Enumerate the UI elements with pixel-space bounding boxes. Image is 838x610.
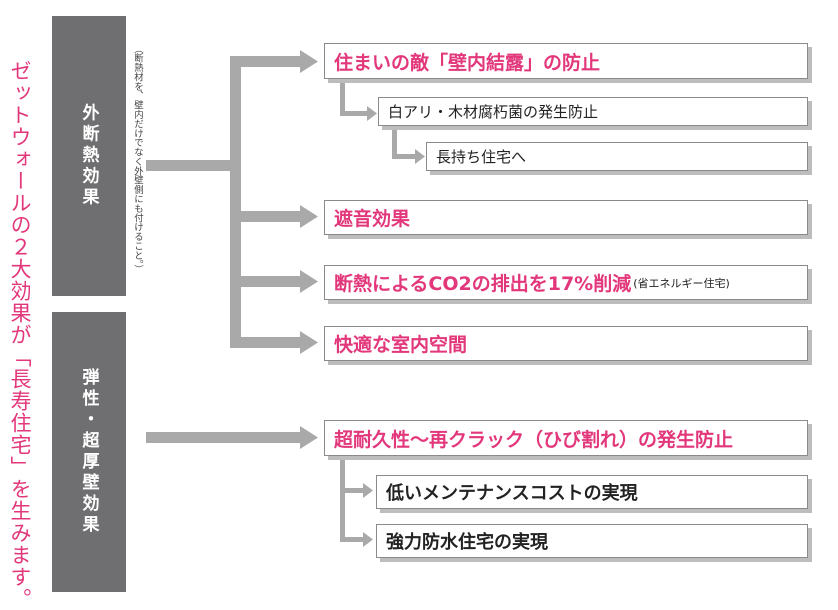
sub-connector-termite: [340, 80, 345, 116]
effect-comfort-text: 快適な室内空間: [334, 334, 468, 356]
effect-durability-box: 超耐久性〜再クラック（ひび割れ）の発生防止: [324, 420, 808, 456]
category-elastic-thick-wall-label: 弾性・超厚壁効果: [78, 368, 99, 536]
sub-shaft-waterproof: [340, 537, 364, 542]
effect-sound-box: 遮音効果: [324, 200, 808, 235]
effect-waterproof-text: 強力防水住宅の実現: [386, 532, 548, 553]
category-outer-insulation: 外断熱効果: [52, 16, 126, 296]
effect-condensation-box: 住まいの敵「壁内結露」の防止: [324, 43, 808, 79]
arrow-head-sound: [300, 205, 318, 228]
effect-condensation-text: 住まいの敵「壁内結露」の防止: [334, 51, 601, 74]
arrow-shaft-sound: [230, 211, 302, 222]
arrow-shaft-co2: [230, 276, 302, 287]
effect-durability-text: 超耐久性〜再クラック（ひび割れ）の発生防止: [334, 428, 734, 451]
arrow-shaft-comfort: [230, 337, 302, 348]
category-outer-insulation-label: 外断熱効果: [78, 103, 99, 209]
arrow-head-co2: [300, 270, 318, 293]
sub-head-termite: [367, 106, 377, 121]
diagram-title: ゼットウォールの２大効果が「長寿住宅」を生みます。: [8, 60, 32, 610]
spine-connector: [230, 56, 241, 348]
category-elastic-thick-wall: 弾性・超厚壁効果: [52, 312, 126, 592]
sub-head-longlife: [415, 149, 425, 164]
effect-termite-box: 白アリ・木材腐朽菌の発生防止: [378, 97, 808, 126]
sub-shaft-termite: [340, 111, 368, 116]
effect-maintenance-text: 低いメンテナンスコストの実現: [386, 483, 638, 504]
arrow-shaft-durability: [146, 432, 302, 443]
sub-shaft-longlife: [392, 154, 416, 159]
arrow-head-comfort: [300, 331, 318, 354]
effect-comfort-box: 快適な室内空間: [324, 326, 808, 361]
effect-sound-text: 遮音効果: [334, 208, 411, 230]
effect-co2-text: 断熱によるCO2の排出を17%削減: [334, 273, 632, 295]
sub-head-waterproof: [363, 532, 373, 547]
effect-longlife-text: 長持ち住宅へ: [436, 148, 527, 166]
arrow-head-condensation: [300, 50, 318, 73]
effect-co2-note: (省エネルギー住宅): [633, 276, 730, 290]
sub-shaft-maintenance: [340, 488, 364, 493]
effect-maintenance-box: 低いメンテナンスコストの実現: [376, 475, 808, 509]
sub-connector-longlife: [392, 124, 397, 159]
sub-head-maintenance: [363, 483, 373, 498]
effect-longlife-box: 長持ち住宅へ: [426, 142, 808, 171]
outer-insulation-note: （断熱材を、壁内だけでなく外壁側にも付けること。）: [132, 44, 143, 275]
arrow-head-durability: [300, 426, 318, 449]
arrow-shaft-condensation: [230, 56, 302, 67]
effect-co2-box: 断熱によるCO2の排出を17%削減 (省エネルギー住宅): [324, 265, 808, 300]
effect-termite-text: 白アリ・木材腐朽菌の発生防止: [388, 103, 599, 121]
effect-waterproof-box: 強力防水住宅の実現: [376, 524, 808, 558]
trunk-connector: [146, 160, 230, 171]
sub-connector-durability: [340, 458, 345, 542]
